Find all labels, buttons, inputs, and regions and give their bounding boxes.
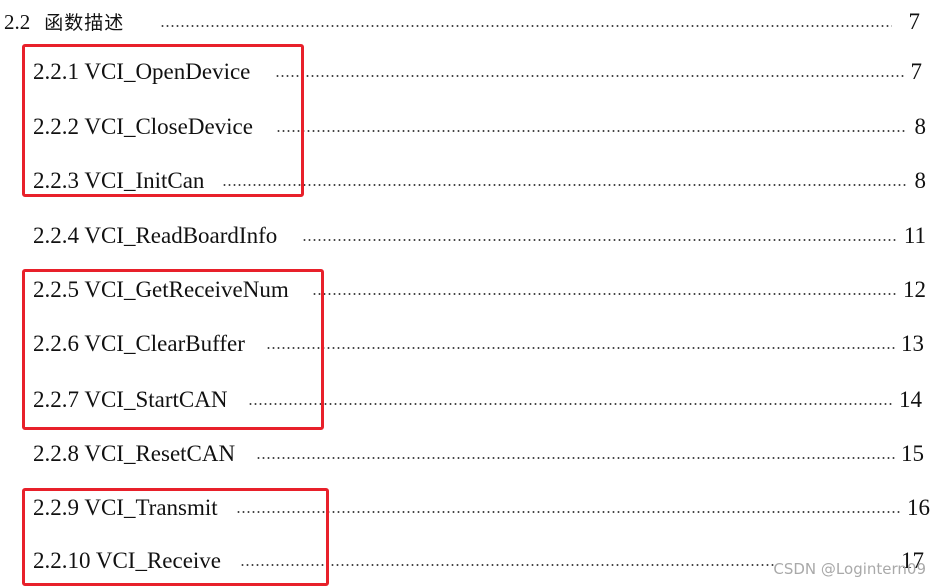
toc-page-number: 8 <box>914 168 927 193</box>
toc-leader <box>256 457 896 459</box>
toc-page-number: 17 <box>901 548 924 573</box>
highlight-box <box>22 269 324 430</box>
toc-entry-label: 2.2.9 VCI_Transmit <box>33 494 220 522</box>
toc-page-number: 14 <box>899 387 922 412</box>
toc-entry-label: 2.2.8 VCI_ResetCAN <box>33 440 238 468</box>
toc-entry-label: 2.2.5 VCI_GetReceiveNum <box>33 276 291 304</box>
toc-heading-title: 函数描述 <box>44 12 125 34</box>
toc-leader <box>275 75 905 77</box>
toc-entry: 2.2.4 VCI_ReadBoardInfo 11 <box>0 222 944 262</box>
toc-heading-label: 2.2 函数描述 <box>4 8 127 37</box>
toc-heading: 2.2 函数描述 7 <box>0 8 944 48</box>
toc-page-number: 13 <box>901 331 924 356</box>
toc-entry: 2.2.6 VCI_ClearBuffer 13 <box>0 330 944 370</box>
toc-page-number: 11 <box>903 223 926 248</box>
toc-entry: 2.2.1 VCI_OpenDevice 7 <box>0 58 944 98</box>
toc-entry: 2.2.2 VCI_CloseDevice 8 <box>0 113 944 153</box>
toc-leader <box>276 130 906 132</box>
toc-leader <box>312 293 896 295</box>
toc-entry-label: 2.2.4 VCI_ReadBoardInfo <box>33 222 280 250</box>
toc-entry-label: 2.2.1 VCI_OpenDevice <box>33 58 253 86</box>
toc-entry: 2.2.9 VCI_Transmit 16 <box>0 494 944 534</box>
toc-page-number: 7 <box>908 9 921 34</box>
toc-leader <box>248 403 894 405</box>
toc-entry-label: 2.2.3 VCI_InitCan <box>33 167 207 195</box>
toc-entry-label: 2.2.7 VCI_StartCAN <box>33 386 230 414</box>
toc-heading-number: 2.2 <box>4 10 31 34</box>
toc-entry: 2.2.10 VCI_Receive 17 <box>0 547 944 587</box>
watermark: CSDN @Logintern09 <box>773 560 926 578</box>
toc-page-number: 8 <box>914 114 927 139</box>
highlight-box <box>22 44 304 197</box>
toc-leader <box>236 511 900 513</box>
toc-leader <box>266 347 896 349</box>
toc-leader <box>222 184 906 186</box>
toc-page-number: 12 <box>903 277 926 302</box>
toc-entry: 2.2.8 VCI_ResetCAN 15 <box>0 440 944 480</box>
toc-entry: 2.2.3 VCI_InitCan 8 <box>0 167 944 207</box>
toc-page-number: 16 <box>907 495 930 520</box>
toc-entry-label: 2.2.6 VCI_ClearBuffer <box>33 330 247 358</box>
toc-leader <box>240 564 776 566</box>
toc-leader <box>302 239 896 241</box>
highlight-box <box>22 488 329 586</box>
toc-page-number: 7 <box>910 59 923 84</box>
toc-entry-label: 2.2.2 VCI_CloseDevice <box>33 113 255 141</box>
toc-leader <box>160 25 892 27</box>
toc-entry: 2.2.7 VCI_StartCAN 14 <box>0 386 944 426</box>
toc-entry-label: 2.2.10 VCI_Receive <box>33 547 224 575</box>
toc-entry: 2.2.5 VCI_GetReceiveNum 12 <box>0 276 944 316</box>
toc-page-number: 15 <box>901 441 924 466</box>
